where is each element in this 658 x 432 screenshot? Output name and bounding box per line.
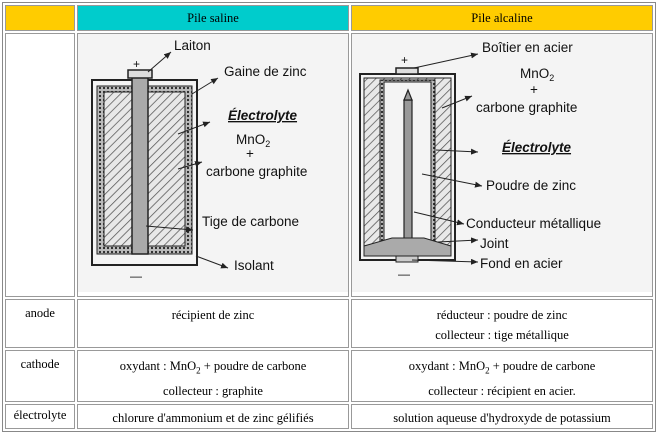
alcaline-label-conducteur: Conducteur métallique [466,216,601,231]
diagram-row: + — Laiton Gaine de zinc Électrolyte MnO… [5,33,653,297]
anode-saline-text: récipient de zinc [171,308,255,322]
alcaline-label-plus: + [530,82,538,97]
saline-plus-sign: + [133,57,140,71]
saline-label-plus: + [246,146,254,161]
cathode-alcaline-line2: collecteur : récipient en acier. [428,383,576,398]
anode-alcaline-line2: collecteur : tige métallique [435,328,569,342]
anode-alcaline-line1: réducteur : poudre de zinc [436,308,568,322]
saline-label-tige: Tige de carbone [202,214,299,229]
anode-alcaline-cell: réducteur : poudre de zinc collecteur : … [351,299,653,348]
alcaline-label-mno2: MnO2 [520,66,554,83]
electrolyte-alcaline-cell: solution aqueuse d'hydroxyde de potassiu… [351,403,653,429]
saline-label-laiton: Laiton [174,38,211,53]
cathode-alcaline-cell: oxydant : MnO2 + poudre de carbone colle… [351,350,653,402]
saline-minus-sign: — [130,269,142,283]
header-pile-alcaline: Pile alcaline [351,5,653,31]
header-pile-saline: Pile saline [77,5,349,31]
header-empty-cell [5,5,75,31]
saline-label-electrolyte: Électrolyte [228,108,298,123]
alcaline-label-boitier: Boîtier en acier [482,40,573,55]
electrolyte-row: électrolyte chlorure d'ammonium et de zi… [5,403,653,429]
saline-label-isolant: Isolant [234,258,274,273]
electrolyte-saline-cell: chlorure d'ammonium et de zinc gélifiés [77,403,349,429]
alcaline-plus-sign: + [401,53,408,67]
cathode-saline-line2: collecteur : graphite [163,383,263,398]
saline-battery-diagram: + — Laiton Gaine de zinc Électrolyte MnO… [78,34,348,292]
alcaline-metal-conductor [403,99,413,245]
saline-diagram-cell: + — Laiton Gaine de zinc Électrolyte MnO… [77,33,349,297]
header-row: Pile saline Pile alcaline [5,5,653,31]
alcaline-minus-sign: — [398,267,410,281]
cathode-label: cathode [5,350,75,402]
alcaline-label-fond: Fond en acier [480,256,563,271]
alcaline-battery-diagram: + — Boîtier en acier MnO2 + carbone grap… [352,34,652,292]
cathode-saline-cell: oxydant : MnO2 + poudre de carbone colle… [77,350,349,402]
alcaline-label-joint: Joint [480,236,509,251]
anode-label: anode [5,299,75,348]
anode-saline-cell: récipient de zinc [77,299,349,348]
saline-carbon-rod [131,75,149,255]
anode-row: anode récipient de zinc réducteur : poud… [5,299,653,348]
cathode-alcaline-line1: oxydant : MnO2 + poudre de carbone [408,359,596,376]
saline-label-carbone: carbone graphite [206,164,307,179]
diagram-empty-cell [5,33,75,297]
saline-label-mno2: MnO2 [236,132,270,149]
electrolyte-label: électrolyte [5,403,75,429]
cathode-saline-line1: oxydant : MnO2 + poudre de carbone [119,359,307,376]
alcaline-label-poudre: Poudre de zinc [486,178,576,193]
saline-label-gaine: Gaine de zinc [224,64,307,79]
cathode-row: cathode oxydant : MnO2 + poudre de carbo… [5,350,653,402]
alcaline-label-carbone: carbone graphite [476,100,577,115]
alcaline-diagram-cell: + — Boîtier en acier MnO2 + carbone grap… [351,33,653,297]
alcaline-label-electrolyte: Électrolyte [502,140,572,155]
